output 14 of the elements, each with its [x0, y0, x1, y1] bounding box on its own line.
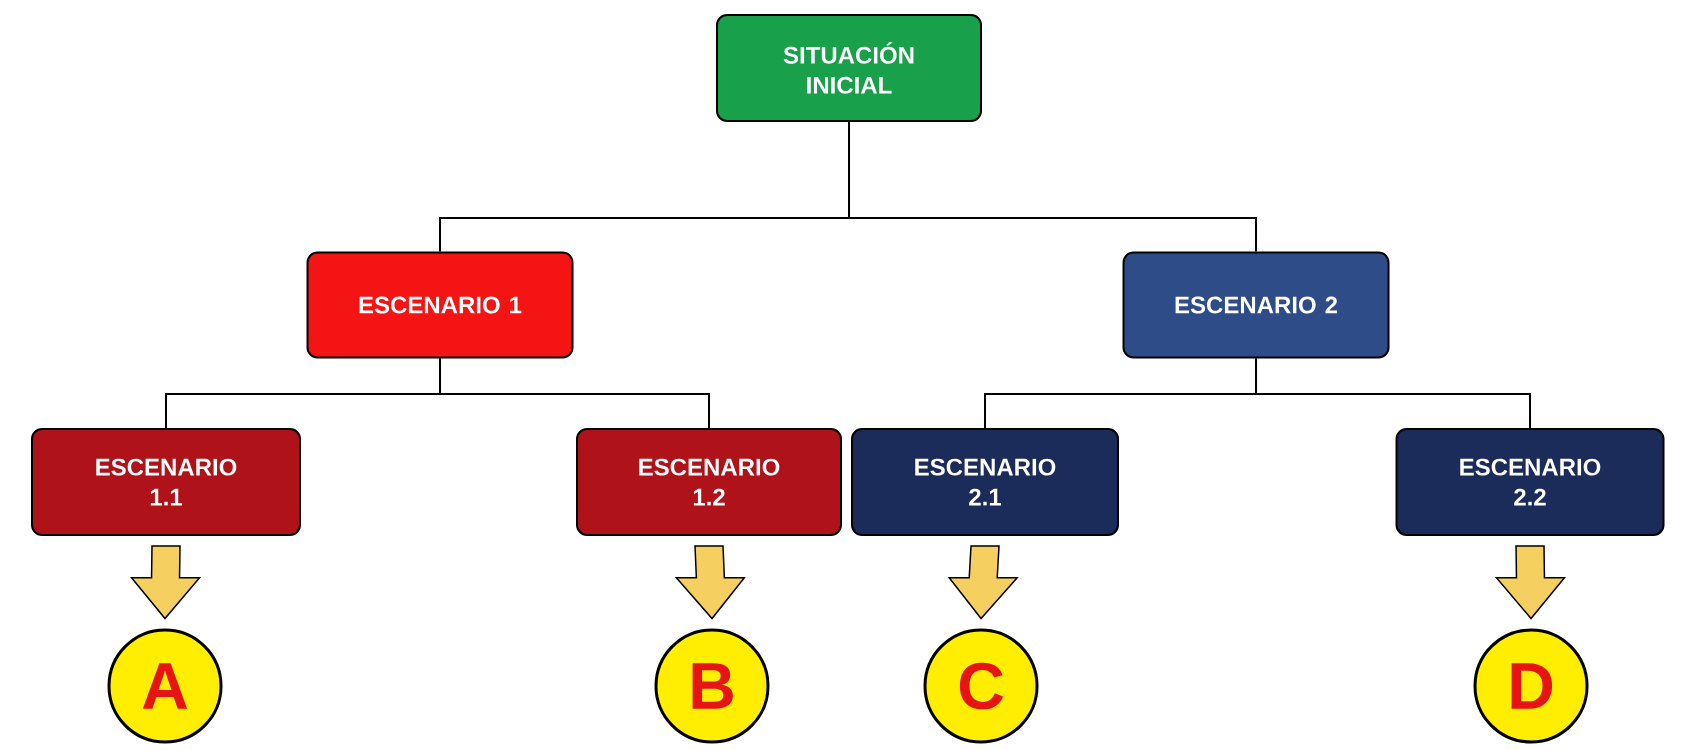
scenario-box: SITUACIÓN INICIAL	[716, 14, 982, 122]
scenario-box: ESCENARIO 1.2	[576, 428, 842, 536]
block-arrow	[1494, 545, 1567, 620]
scenario-box: ESCENARIO 1.1	[31, 428, 301, 536]
scenario-box: ESCENARIO 1	[306, 251, 574, 359]
connector-line	[1255, 357, 1531, 429]
scenario-box: ESCENARIO 2.1	[851, 428, 1119, 536]
block-arrow	[674, 545, 746, 620]
connector-line	[439, 357, 710, 429]
block-arrow	[129, 545, 202, 620]
block-arrow	[947, 545, 1019, 620]
scenario-box: ESCENARIO 2	[1122, 251, 1390, 359]
scenario-box: ESCENARIO 2.2	[1395, 428, 1665, 536]
connector-line	[848, 121, 1257, 253]
